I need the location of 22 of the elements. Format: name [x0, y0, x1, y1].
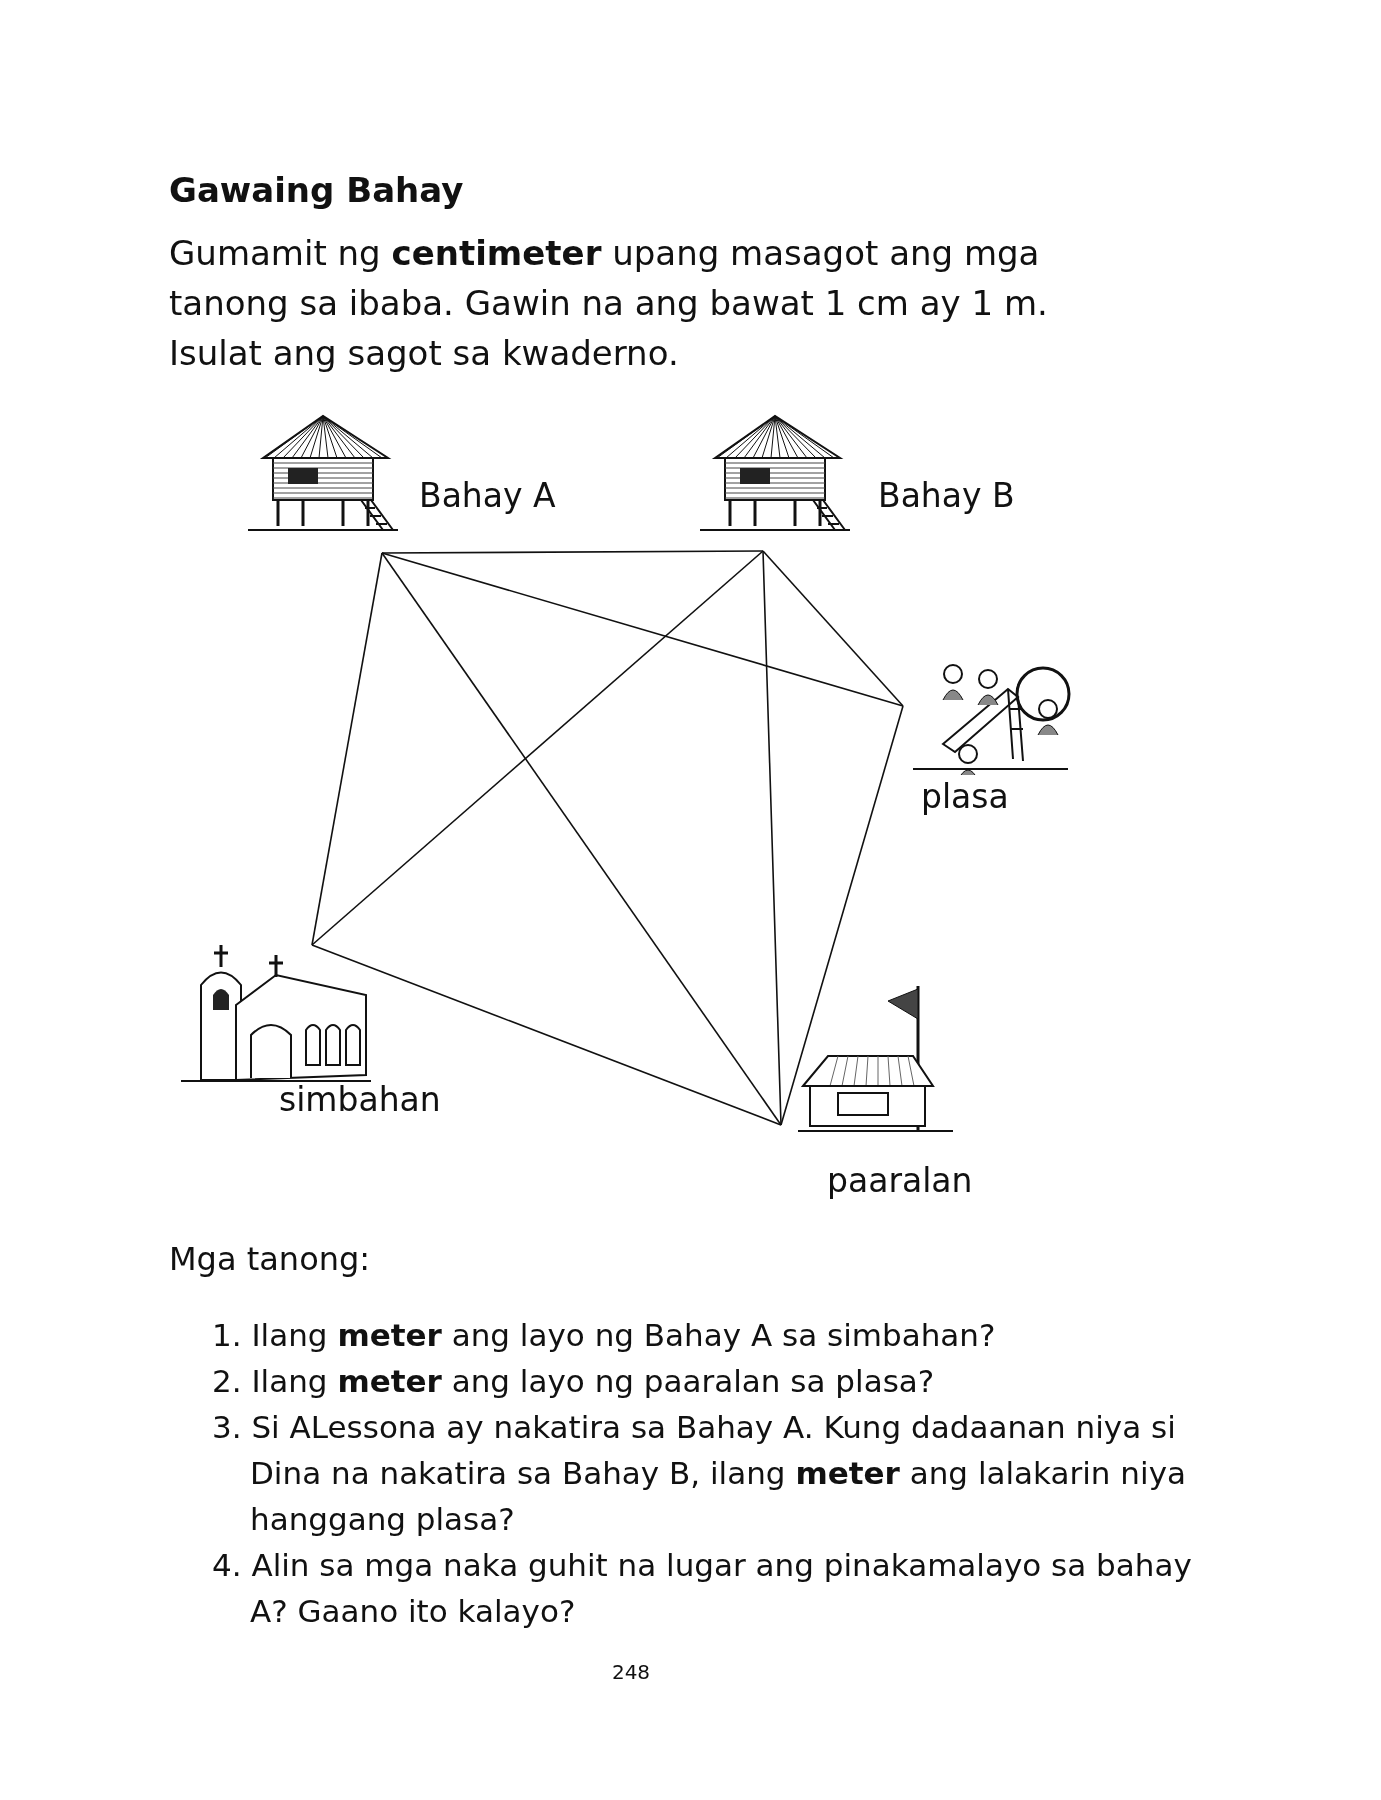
connecting-line — [381, 552, 904, 707]
place-label: plasa — [921, 777, 1009, 816]
connecting-line — [311, 944, 782, 1126]
connecting-line — [311, 552, 383, 946]
place-label: simbahan — [279, 1080, 441, 1119]
place-label: Bahay B — [878, 476, 1015, 515]
connecting-line — [381, 550, 764, 554]
page-number: 248 — [610, 1659, 652, 1686]
connecting-line — [762, 550, 782, 1126]
heading: Gawaing Bahay — [169, 170, 464, 210]
instruction-paragraph: Gumamit ng centimeter upang masagot ang mga tanong sa ibaba. Gawin na ang bawat 1 cm ay 1 m. Isulat ang sagot sa kwaderno. — [169, 232, 1049, 375]
question-item: 3. Si ALessona ay nakatira sa Bahay A. Kung dadaanan niya si Dina na nakatira sa Bahay B, ilang meter ang lalakarin niya hanggang plasa? — [212, 1408, 1187, 1539]
place-label: Bahay A — [419, 476, 556, 515]
connecting-line — [780, 705, 904, 1126]
question-item: 2. Ilang meter ang layo ng paaralan sa plasa? — [212, 1362, 936, 1401]
connecting-line — [311, 550, 764, 946]
connecting-line — [381, 552, 782, 1126]
question-item: 1. Ilang meter ang layo ng Bahay A sa simbahan? — [212, 1316, 997, 1355]
questions-heading: Mga tanong: — [169, 1239, 372, 1280]
question-item: 4. Alin sa mga naka guhit na lugar ang pinakamalayo sa bahay A? Gaano ito kalayo? — [212, 1546, 1193, 1631]
place-label: paaralan — [827, 1161, 973, 1200]
connecting-line — [762, 550, 904, 707]
